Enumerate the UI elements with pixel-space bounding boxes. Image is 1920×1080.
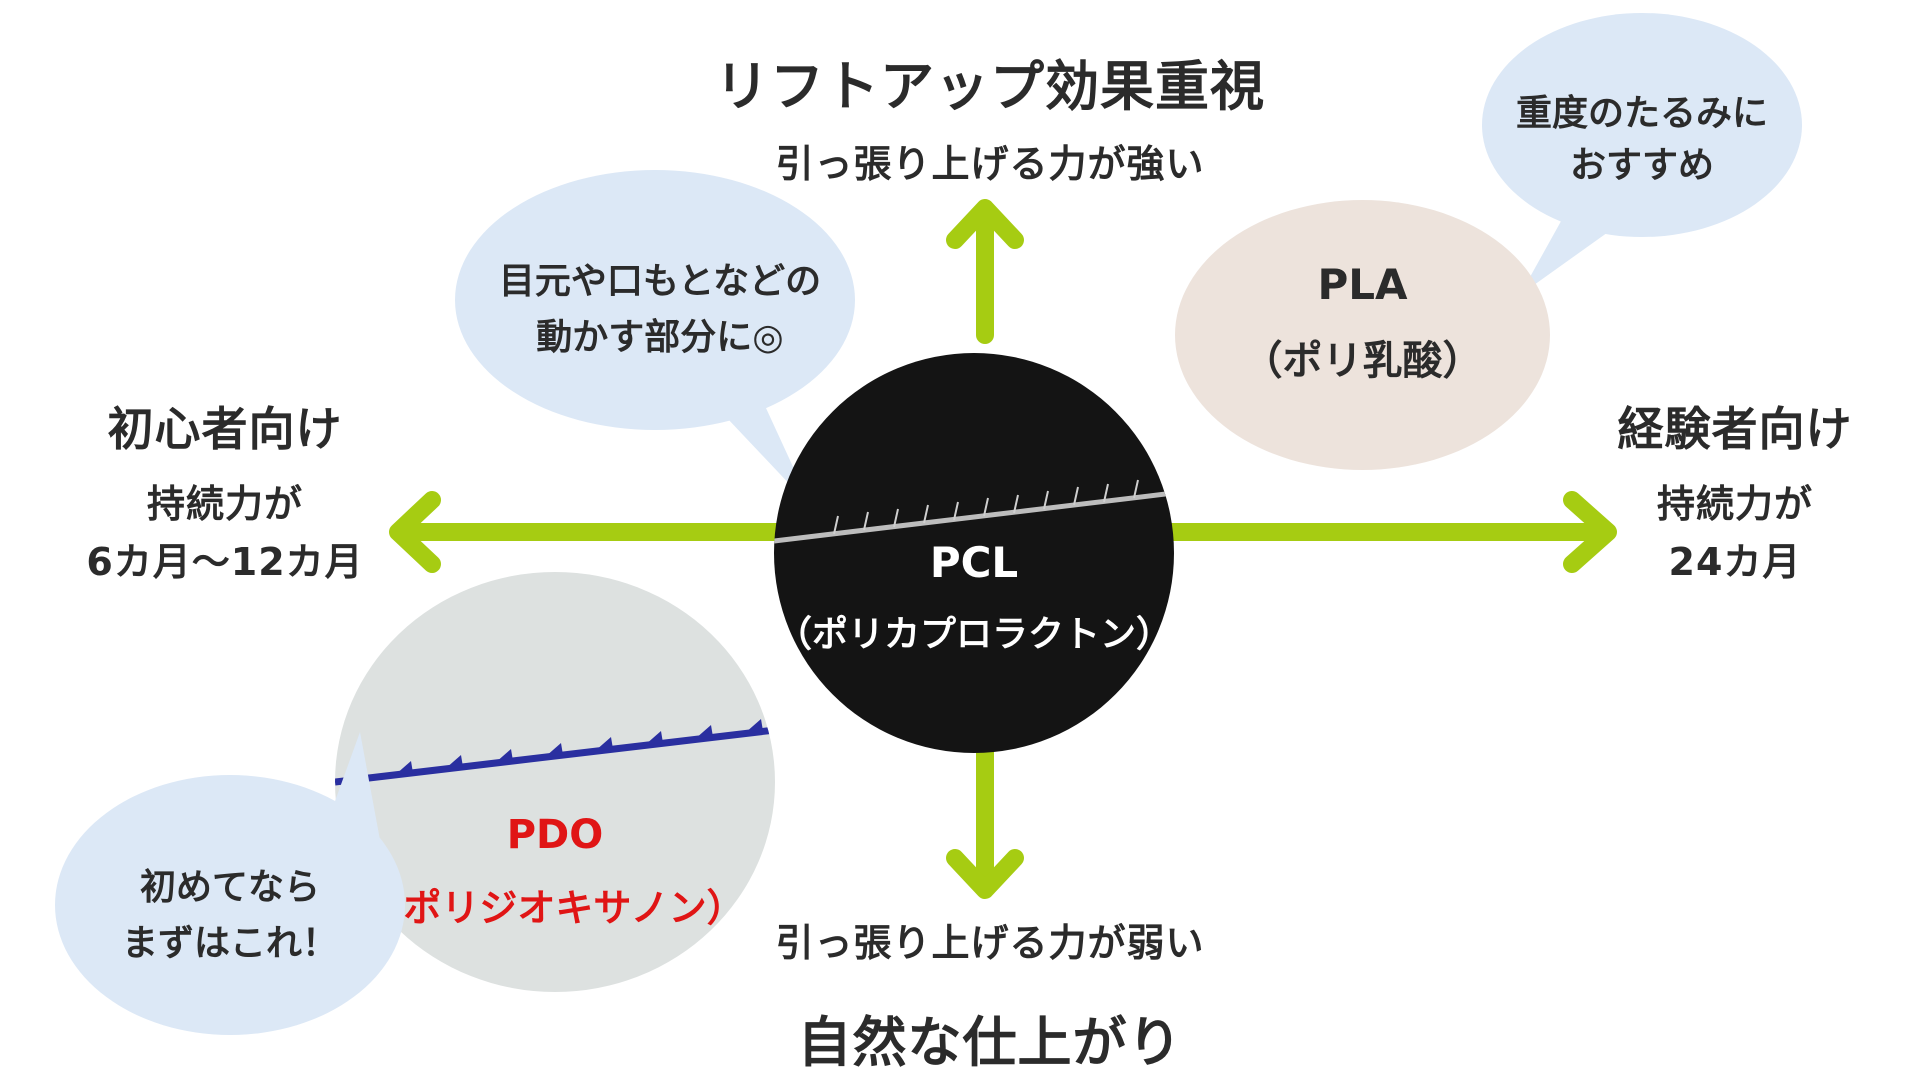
- pdo-circle: PDO （ポリジオキサノン）: [335, 572, 775, 992]
- bubble-pla: [1482, 13, 1802, 295]
- axis-left-subtitle-2: 6カ月〜12カ月: [86, 540, 364, 584]
- pcl-thread-image: [774, 479, 1174, 544]
- bubble-pdo-line-1: 初めてなら: [139, 867, 320, 908]
- axis-right-subtitle-1: 持続力が: [1656, 482, 1813, 526]
- pla-circle: PLA （ポリ乳酸）: [1175, 200, 1550, 470]
- axis-left-title: 初心者向け: [107, 402, 343, 456]
- pla-name: PLA: [1317, 260, 1408, 309]
- bubble-pla-line-2: おすすめ: [1569, 145, 1714, 186]
- pcl-circle: PCL （ポリカプロラクトン）: [774, 353, 1174, 753]
- pla-full-name: （ポリ乳酸）: [1242, 338, 1483, 384]
- axis-top-title: リフトアップ効果重視: [715, 55, 1265, 118]
- pdo-thread-image: [335, 719, 775, 786]
- bubble-pla-line-1: 重度のたるみに: [1515, 93, 1768, 134]
- axis-right-title: 経験者向け: [1617, 402, 1853, 456]
- axis-bottom-subtitle: 引っ張り上げる力が弱い: [775, 921, 1205, 965]
- axis-top-subtitle: 引っ張り上げる力が強い: [775, 142, 1205, 186]
- bubble-pdo-line-2: まずはこれ！: [121, 923, 338, 964]
- horizontal-axis-arrow: [389, 491, 1617, 573]
- pcl-full-name: （ポリカプロラクトン）: [775, 614, 1172, 655]
- bubble-pcl: [455, 170, 855, 508]
- axis-bottom-title: 自然な仕上がり: [797, 1011, 1183, 1074]
- axis-right-subtitle-2: 24カ月: [1668, 540, 1802, 584]
- vertical-axis-arrow: [946, 199, 1024, 899]
- bubble-pcl-line-2: 動かす部分に◎: [536, 317, 784, 358]
- bubble-pcl-line-1: 目元や口もとなどの: [498, 261, 822, 302]
- pdo-full-name: （ポリジオキサノン）: [365, 886, 745, 930]
- pdo-name: PDO: [506, 812, 604, 858]
- pcl-name: PCL: [929, 538, 1019, 587]
- axis-left-subtitle-1: 持続力が: [146, 482, 303, 526]
